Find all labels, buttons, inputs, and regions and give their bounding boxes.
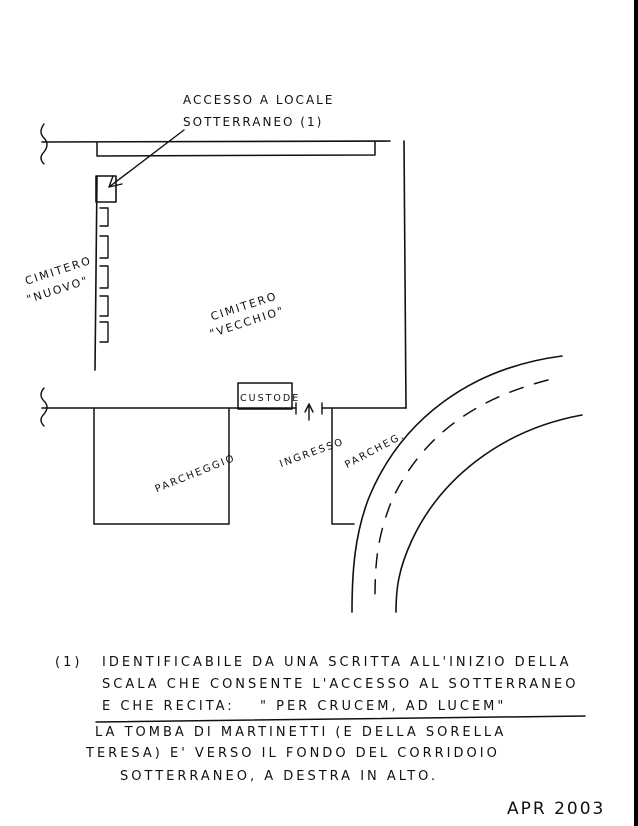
road-center-dashes [374,379,549,599]
top-wall-break-mark [40,123,48,165]
cemetery-dividing-wall [94,175,98,371]
signature-date: APR 2003 [507,799,605,819]
underground-access-box [95,175,117,203]
footnote-line-2: SCALA CHE CONSENTE L'ACCESSO AL SOTTERRA… [102,677,578,692]
access-pointer-arrow [108,129,185,188]
entrance-arrow [304,403,314,421]
old-cemetery-inner-strip [96,141,376,157]
access-label-line2: SOTTERRANEO (1) [183,115,323,129]
old-cemetery-label: CIMITERO "VECCHIO" [208,289,286,340]
side-parking-outline [331,408,355,525]
footnote-line-6: SOTTERRANEO, A DESTRA IN ALTO. [120,769,438,784]
main-parking-label: PARCHEGGIO [154,453,238,495]
entrance-label: INGRESSO [278,436,346,470]
footnote-line-5: TERESA) E' VERSO IL FONDO DEL CORRIDOIO [85,746,500,761]
footnote-line-3-prefix: E CHE RECITA: [102,699,235,714]
access-label-line1: ACCESSO A LOCALE [183,93,334,107]
side-parking-label: PARCHEG. [343,430,407,471]
footnote-line-4: LA TOMBA DI MARTINETTI (E DELLA SORELLA [95,725,506,740]
bottom-wall-break-mark [40,387,48,427]
footnote-inscription: " PER CRUCEM, AD LUCEM" [260,699,506,714]
entrance-gate-posts [295,402,323,415]
cemetery-right-wall [403,140,407,409]
cemetery-top-wall [41,140,391,143]
page-right-edge [634,0,638,826]
access-pointer-arrowhead [108,175,123,188]
road-inner-edge [395,414,583,613]
new-cemetery-label: CIMITERO "NUOVO" [23,254,93,306]
custodian-box [237,382,293,410]
footnote-line-1: IDENTIFICABILE DA UNA SCRITTA ALL'INIZIO… [102,655,571,670]
main-parking-outline [93,408,230,525]
road-outer-edge [351,355,563,613]
new-cemetery-niches [99,207,109,343]
custodian-label: CUSTODE [240,393,300,404]
inscription-underline [95,715,586,723]
footnote-marker: (1) [55,655,82,670]
